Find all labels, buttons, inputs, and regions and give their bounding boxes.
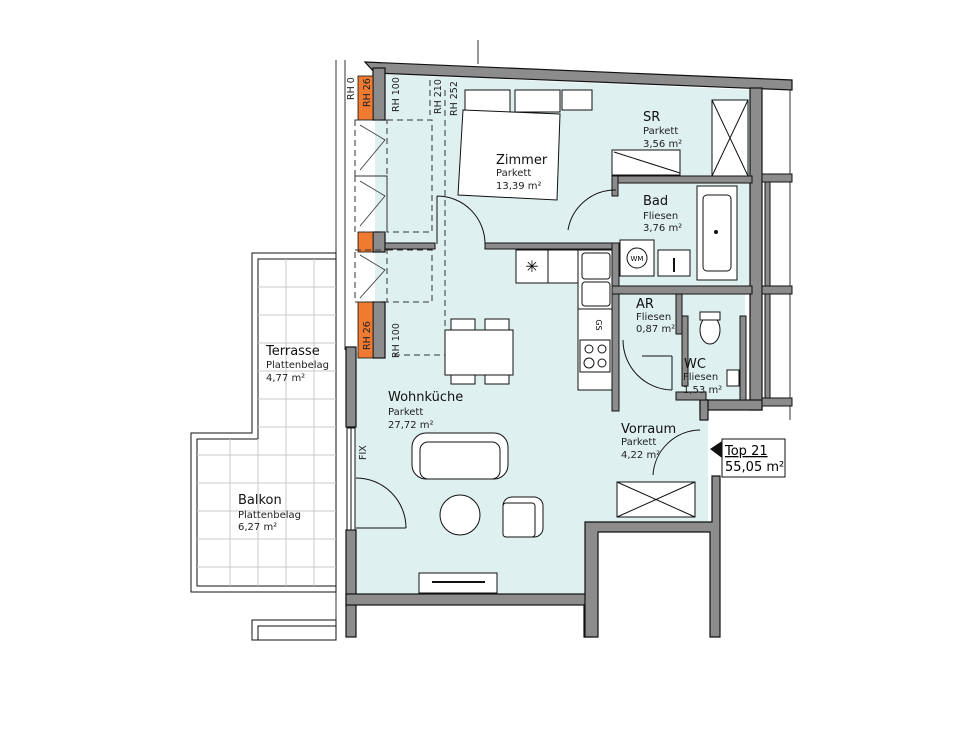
annotations: RH 0 RH 26 RH 100 RH 210 RH 252 RH 26 RH… bbox=[346, 77, 460, 460]
svg-text:Vorraum: Vorraum bbox=[621, 422, 676, 437]
fridge bbox=[515, 249, 549, 284]
svg-text:Parkett: Parkett bbox=[388, 407, 423, 418]
unit-label: Top 21 55,05 m² bbox=[710, 438, 786, 478]
furniture: WM ✳ GS bbox=[411, 89, 749, 594]
svg-text:AR: AR bbox=[636, 297, 654, 312]
rh100-bottom-label: RH 100 bbox=[391, 323, 402, 358]
bed bbox=[457, 109, 561, 201]
svg-text:Fliesen: Fliesen bbox=[683, 372, 718, 383]
doors bbox=[355, 189, 701, 529]
entrance-arrow-icon bbox=[710, 441, 722, 458]
svg-text:6,27 m²: 6,27 m² bbox=[238, 522, 277, 533]
svg-text:Parkett: Parkett bbox=[643, 126, 678, 137]
svg-text:Fliesen: Fliesen bbox=[643, 211, 678, 222]
stove bbox=[579, 339, 611, 373]
svg-text:3,76 m²: 3,76 m² bbox=[643, 223, 682, 234]
dining-table bbox=[444, 329, 514, 376]
terrace-balcony bbox=[190, 252, 337, 641]
rh210-label: RH 210 bbox=[433, 79, 444, 114]
rh252-label: RH 252 bbox=[449, 81, 460, 116]
svg-text:3,56 m²: 3,56 m² bbox=[643, 139, 682, 150]
svg-text:Plattenbelag: Plattenbelag bbox=[238, 510, 301, 521]
svg-text:4,22 m²: 4,22 m² bbox=[621, 450, 660, 461]
rh26-bottom-label: RH 26 bbox=[362, 321, 373, 350]
svg-text:Terrasse: Terrasse bbox=[265, 344, 320, 359]
unit-area: 55,05 m² bbox=[725, 460, 784, 475]
outer-walls bbox=[345, 61, 793, 638]
svg-text:Bad: Bad bbox=[643, 194, 668, 209]
coffee-table bbox=[439, 494, 481, 536]
wm-label: WM bbox=[631, 255, 644, 263]
svg-text:Zimmer: Zimmer bbox=[496, 153, 548, 168]
svg-text:Fliesen: Fliesen bbox=[636, 312, 671, 323]
svg-text:Parkett: Parkett bbox=[621, 437, 656, 448]
rh26-top-label: RH 26 bbox=[362, 78, 373, 107]
svg-text:0,87 m²: 0,87 m² bbox=[636, 324, 675, 335]
svg-text:Plattenbelag: Plattenbelag bbox=[266, 360, 329, 371]
interior-walls bbox=[384, 175, 753, 412]
rh0-label: RH 0 bbox=[346, 77, 357, 100]
svg-text:13,39 m²: 13,39 m² bbox=[496, 181, 542, 192]
svg-text:✳: ✳ bbox=[525, 257, 538, 276]
svg-text:27,72 m²: 27,72 m² bbox=[388, 420, 434, 431]
svg-text:4,77 m²: 4,77 m² bbox=[266, 373, 305, 384]
svg-text:WC: WC bbox=[684, 357, 706, 372]
fix-label: FIX bbox=[358, 445, 369, 460]
svg-text:Parkett: Parkett bbox=[496, 168, 531, 179]
svg-text:Balkon: Balkon bbox=[238, 493, 282, 508]
neighbour-walls bbox=[761, 173, 793, 407]
unit-name: Top 21 bbox=[724, 444, 768, 459]
rh100-top-label: RH 100 bbox=[391, 77, 402, 112]
svg-text:1,53 m²: 1,53 m² bbox=[683, 385, 722, 396]
svg-text:Wohnküche: Wohnküche bbox=[388, 390, 463, 405]
svg-text:SR: SR bbox=[643, 110, 660, 125]
dishwasher-label: GS bbox=[594, 319, 603, 330]
